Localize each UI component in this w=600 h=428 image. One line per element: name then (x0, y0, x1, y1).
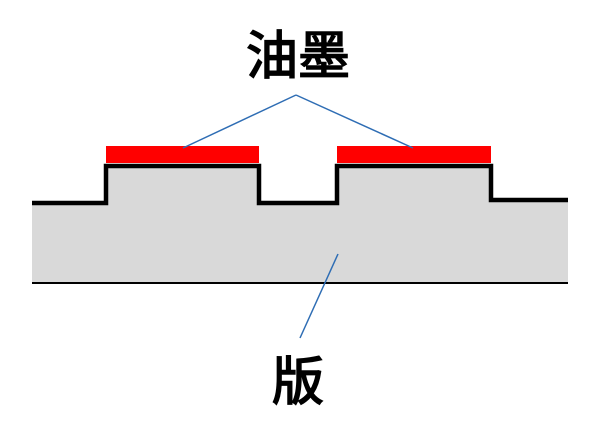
ink-layer-left (106, 146, 259, 163)
plate-leader-line (299, 253, 339, 339)
printing-plate (32, 166, 568, 283)
ink-layer-right (337, 146, 491, 163)
ink-leader-line-left (182, 94, 297, 149)
ink-label: 油墨 (246, 27, 350, 87)
plate-label: 版 (272, 353, 324, 413)
ink-leader-line-right (295, 94, 414, 149)
plate-top-outline (32, 163, 568, 206)
